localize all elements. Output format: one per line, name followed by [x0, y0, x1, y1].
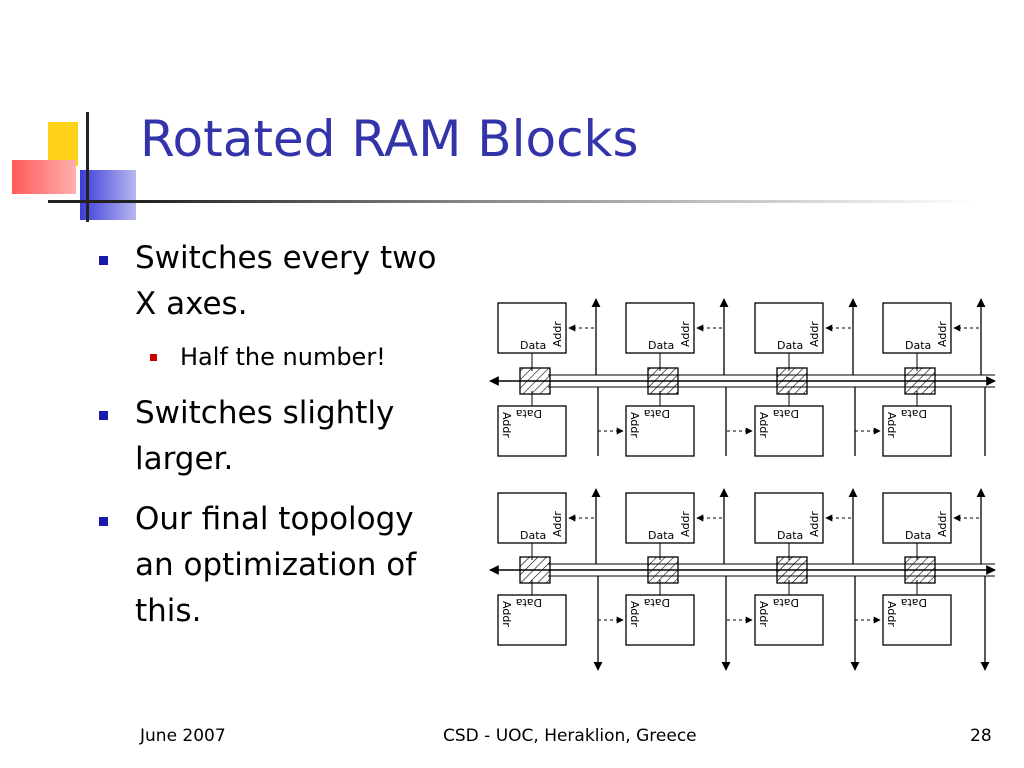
bullet-3-line-3: this.	[135, 593, 202, 629]
addr-label: Addr	[808, 321, 821, 347]
rotated-ram-block	[882, 405, 952, 457]
ram-block	[754, 302, 824, 354]
rotated-ram-block	[625, 594, 695, 646]
rotated-data-label: Data	[901, 407, 927, 420]
data-label: Data	[905, 339, 931, 352]
rotated-addr-label: Addr	[628, 601, 641, 627]
addr-label: Addr	[679, 321, 692, 347]
switch-box	[904, 367, 936, 395]
switch-box	[647, 556, 679, 584]
corner-decoration	[0, 0, 140, 230]
rotated-data-label: Data	[773, 407, 799, 420]
red-square	[12, 160, 76, 194]
rotated-data-label: Data	[901, 596, 927, 609]
addr-label: Addr	[679, 511, 692, 537]
bullet-1-line-1: Switches every two	[135, 240, 437, 276]
blue-square	[80, 170, 136, 220]
ram-block	[882, 302, 952, 354]
data-label: Data	[520, 529, 546, 542]
bullet-marker	[99, 517, 108, 526]
rotated-data-label: Data	[644, 596, 670, 609]
switch-box	[647, 367, 679, 395]
switch-box	[519, 556, 551, 584]
addr-label: Addr	[936, 321, 949, 347]
addr-label: Addr	[551, 321, 564, 347]
rotated-data-label: Data	[644, 407, 670, 420]
footer-page-number: 28	[970, 726, 992, 746]
rotated-data-label: Data	[516, 407, 542, 420]
footer-date: June 2007	[140, 726, 226, 746]
yellow-square	[48, 122, 78, 166]
rotated-addr-label: Addr	[885, 601, 898, 627]
switch-box	[776, 367, 808, 395]
switch-box	[519, 367, 551, 395]
rotated-addr-label: Addr	[500, 412, 513, 438]
bullet-1-line-2: X axes.	[135, 286, 248, 322]
horizontal-rule-dark	[48, 200, 138, 203]
ram-block	[497, 302, 567, 354]
footer-venue: CSD - UOC, Heraklion, Greece	[443, 726, 697, 746]
rotated-addr-label: Addr	[757, 601, 770, 627]
rotated-addr-label: Addr	[757, 412, 770, 438]
title-underline	[138, 200, 978, 203]
rotated-data-label: Data	[516, 596, 542, 609]
ram-block	[497, 492, 567, 544]
rotated-addr-label: Addr	[885, 412, 898, 438]
rotated-addr-label: Addr	[500, 601, 513, 627]
rotated-ram-block	[754, 405, 824, 457]
data-label: Data	[777, 529, 803, 542]
data-label: Data	[905, 529, 931, 542]
rotated-ram-block	[497, 594, 567, 646]
rotated-data-label: Data	[773, 596, 799, 609]
rotated-addr-label: Addr	[628, 412, 641, 438]
switch-box	[904, 556, 936, 584]
switch-box	[776, 556, 808, 584]
slide-title: Rotated RAM Blocks	[140, 110, 639, 168]
data-label: Data	[648, 529, 674, 542]
data-label: Data	[520, 339, 546, 352]
bullet-3-line-2: an optimization of	[135, 547, 417, 583]
rotated-ram-block	[882, 594, 952, 646]
bullet-2-line-2: larger.	[135, 441, 234, 477]
bullet-3-line-1: Our final topology	[135, 501, 414, 537]
rotated-ram-block	[625, 405, 695, 457]
sub-bullet-line-1: Half the number!	[180, 343, 386, 371]
bullet-marker	[99, 256, 108, 265]
vertical-rule	[86, 112, 89, 222]
rotated-ram-block	[754, 594, 824, 646]
bullet-2-line-1: Switches slightly	[135, 395, 395, 431]
ram-block	[625, 492, 695, 544]
data-label: Data	[777, 339, 803, 352]
sub-bullet-marker	[150, 354, 157, 361]
addr-label: Addr	[551, 511, 564, 537]
bullet-marker	[99, 411, 108, 420]
addr-label: Addr	[808, 511, 821, 537]
addr-label: Addr	[936, 511, 949, 537]
data-label: Data	[648, 339, 674, 352]
ram-block	[625, 302, 695, 354]
